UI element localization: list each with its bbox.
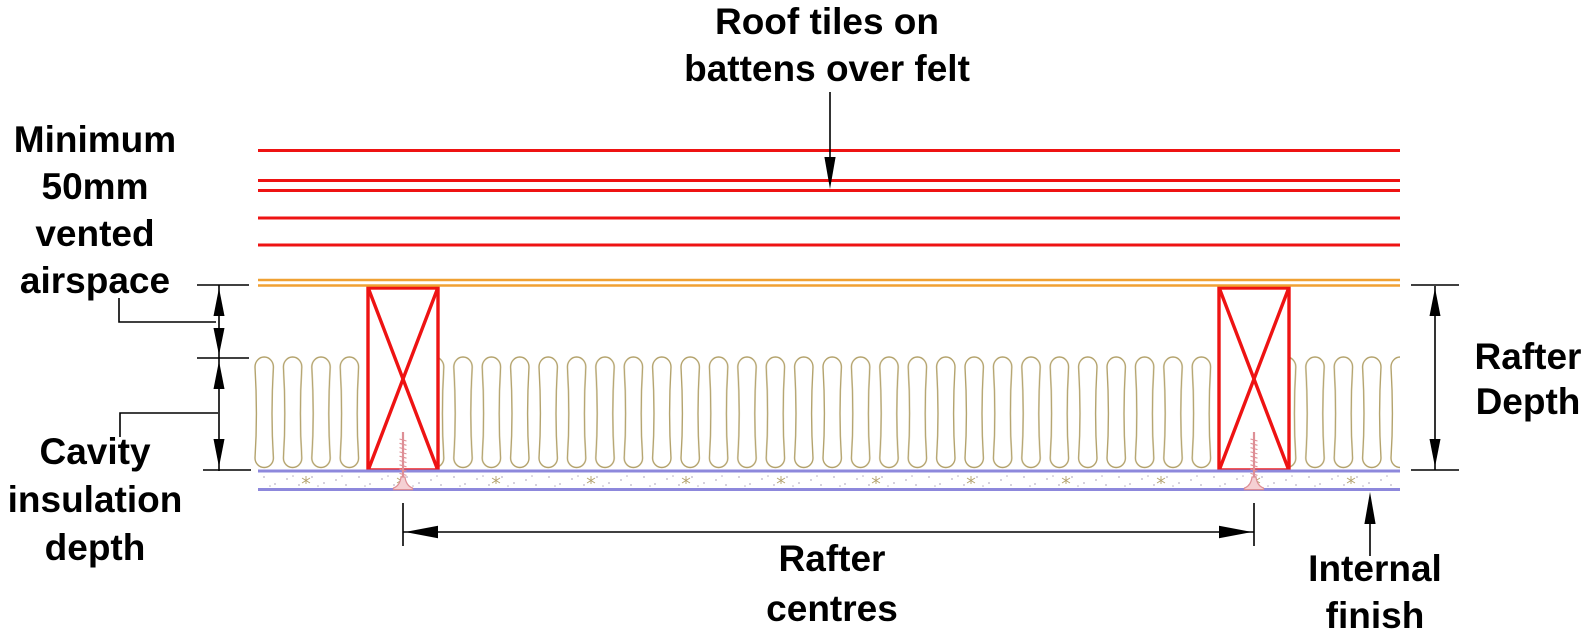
label-line: Cavity: [39, 431, 151, 472]
label-line: depth: [44, 527, 146, 568]
label-line: airspace: [19, 260, 171, 301]
internal-finish-pointer-arrow: [1364, 492, 1376, 556]
rafter-centres-label: Rafter centres: [632, 534, 1032, 634]
rafter-depth-dimension: [1411, 284, 1459, 471]
vented-airspace-label: Minimum 50mm vented airspace: [0, 116, 190, 304]
label-line: Rafter: [1474, 336, 1582, 377]
roofing-felt-line: [258, 278, 1400, 287]
label-line: Internal: [1308, 548, 1442, 589]
airspace-dimension: [197, 284, 251, 471]
rafter-centres-dimension: [402, 503, 1255, 546]
label-line: Minimum: [13, 119, 177, 160]
label-line: centres: [766, 588, 898, 629]
label-line: insulation: [7, 479, 183, 520]
label-line: 50mm: [41, 166, 149, 207]
label-line: battens over felt: [684, 48, 970, 89]
roof-tiles-pointer-arrow: [824, 92, 836, 189]
roof-tiles-label: Roof tiles on battens over felt: [527, 0, 1127, 92]
label-line: Depth: [1475, 381, 1581, 422]
internal-finish-label: Internal finish: [1225, 545, 1525, 638]
label-line: Rafter: [778, 538, 886, 579]
airspace-leader-line: [118, 298, 216, 323]
cavity-leader-line: [119, 412, 218, 437]
plasterboard-layer: [258, 469, 1400, 491]
label-line: finish: [1325, 595, 1425, 636]
cavity-insulation-label: Cavity insulation depth: [0, 428, 190, 572]
label-line: vented: [35, 213, 155, 254]
tile-batten-lines: [258, 149, 1400, 247]
cavity-depth-dimension: [213, 361, 225, 467]
rafter-depth-label: Rafter Depth: [1440, 334, 1585, 424]
insulation-band: [250, 353, 1400, 469]
label-line: Roof tiles on: [714, 1, 940, 42]
